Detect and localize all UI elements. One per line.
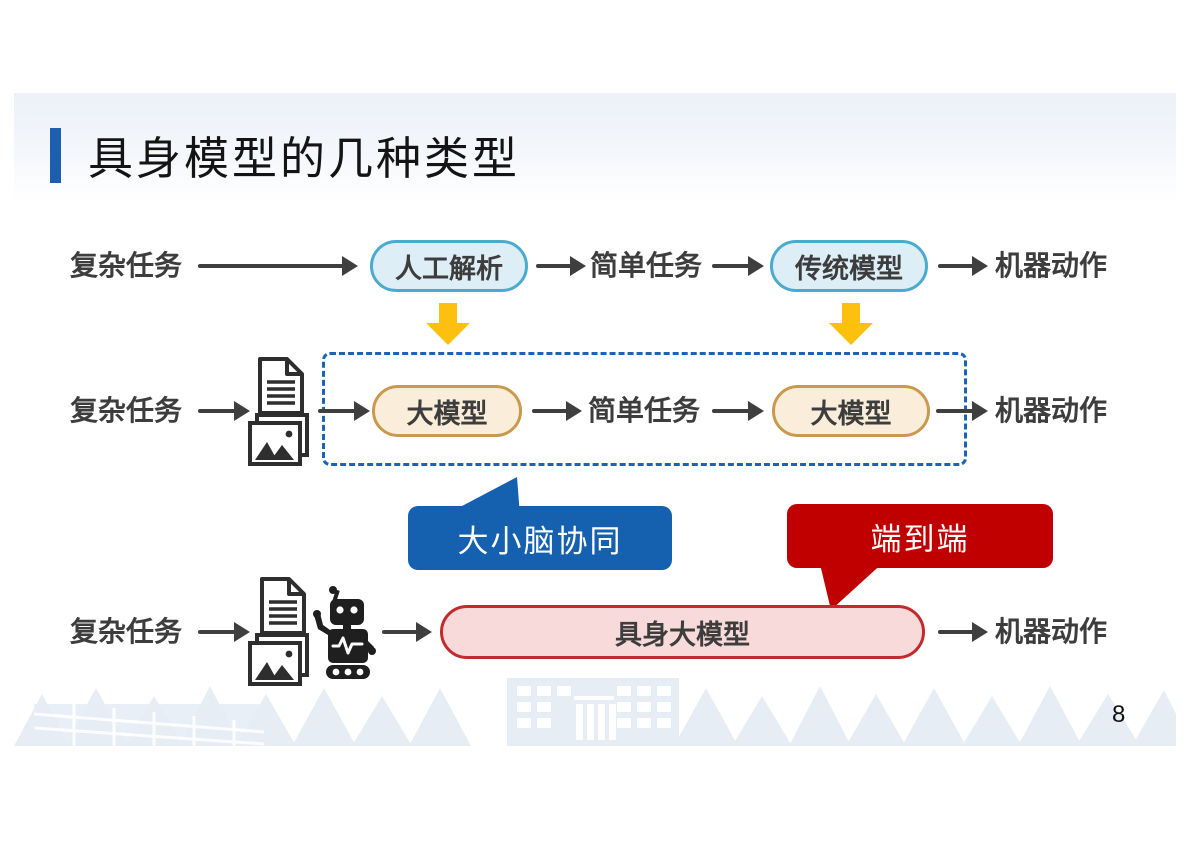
brain-collab-callout-bubble (408, 477, 672, 570)
embodied-model-node: 具身大模型 (440, 605, 925, 659)
page-number: 8 (1112, 701, 1126, 728)
row2-output-label: 机器动作 (995, 395, 1108, 426)
campus-silhouette-decoration (14, 678, 1176, 746)
down-arrow-icon (829, 303, 873, 345)
brain-collab-callout-label: 大小脑协同 (457, 523, 623, 559)
document-icon (258, 357, 304, 415)
image-icon (248, 633, 309, 686)
row3-output-label: 机器动作 (995, 616, 1108, 647)
row2-input-label: 复杂任务 (70, 395, 183, 426)
traditional-model-node: 传统模型 (770, 240, 928, 292)
robot-icon (313, 586, 376, 679)
row1-output-label: 机器动作 (995, 250, 1108, 281)
large-model-node-1: 大模型 (372, 385, 522, 437)
end-to-end-callout-label: 端到端 (870, 521, 970, 557)
document-icon (260, 577, 306, 635)
row1-input-label: 复杂任务 (70, 250, 183, 281)
image-icon (248, 413, 309, 466)
large-model-node-2: 大模型 (772, 385, 930, 437)
row2-intermediate-label: 简单任务 (588, 395, 701, 426)
manual-parsing-node: 人工解析 (370, 240, 528, 292)
page-title: 具身模型的几种类型 (88, 134, 521, 184)
sky-band-decoration (14, 93, 1176, 203)
down-arrow-icon (426, 303, 470, 345)
end-to-end-callout-bubble (787, 504, 1053, 610)
row3-input-label: 复杂任务 (70, 616, 183, 647)
row1-intermediate-label: 简单任务 (590, 250, 703, 281)
title-accent-bar (50, 128, 61, 183)
